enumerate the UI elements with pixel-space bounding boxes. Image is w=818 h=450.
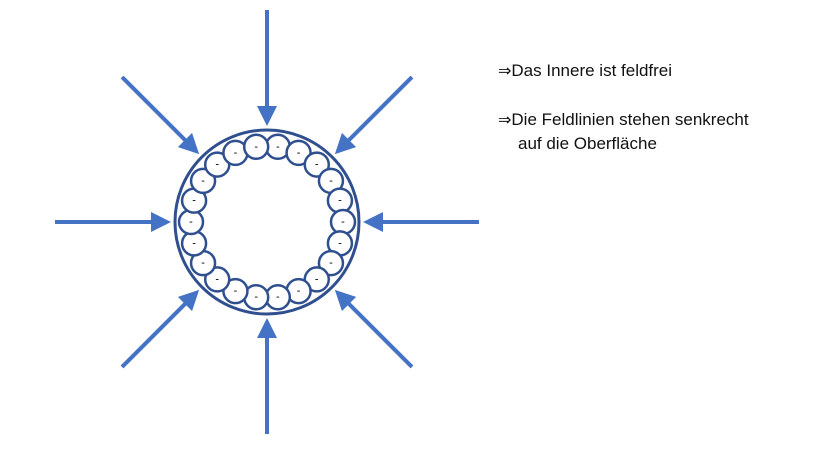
charge-sign: -: [315, 273, 319, 285]
charge-sign: -: [341, 216, 345, 228]
charge-sign: -: [297, 285, 301, 297]
charge-sign: -: [329, 175, 333, 187]
charge-sign: -: [201, 175, 205, 187]
charge-sign: -: [189, 216, 193, 228]
charge-circle: [242, 133, 270, 161]
surface-charges: ----------------------: [177, 133, 357, 311]
negative-charge: -: [326, 187, 354, 214]
charge-sign: -: [315, 159, 319, 171]
charge-sign: -: [297, 147, 301, 159]
charge-sign: -: [234, 285, 238, 297]
note-text: Die Feldlinien stehen senkrecht: [511, 110, 749, 129]
conductor-surface: [173, 128, 361, 316]
field-line-arrow: [334, 289, 414, 369]
charge-sign: -: [338, 195, 342, 207]
note-perpendicular-lines: ⇒Die Feldlinien stehen senkrecht auf die…: [498, 108, 749, 156]
charge-sign: -: [276, 141, 280, 153]
note-text: Das Innere ist feldfrei: [511, 61, 673, 80]
negative-charge: -: [329, 208, 357, 236]
charge-sign: -: [215, 273, 219, 285]
field-line-arrow: [334, 75, 414, 155]
charge-sign: -: [329, 257, 333, 269]
charge-sign: -: [254, 141, 258, 153]
negative-charge: -: [180, 230, 208, 257]
charge-sign: -: [338, 237, 342, 249]
charge-sign: -: [192, 195, 196, 207]
negative-charge: -: [242, 133, 270, 161]
note-field-free-interior: ⇒Das Innere ist feldfrei: [498, 59, 672, 83]
charge-sign: -: [201, 257, 205, 269]
charge-sign: -: [276, 291, 280, 303]
charge-sign: -: [254, 291, 258, 303]
field-line-arrow: [120, 289, 200, 369]
charge-sign: -: [234, 147, 238, 159]
charge-sign: -: [215, 159, 219, 171]
note-text-continued: auf die Oberfläche: [518, 134, 657, 153]
field-lines: [55, 10, 479, 434]
implies-arrow-icon: ⇒: [498, 61, 512, 80]
field-line-arrow: [120, 75, 200, 155]
negative-charge: -: [177, 208, 205, 236]
charge-sign: -: [192, 237, 196, 249]
implies-arrow-icon: ⇒: [498, 110, 512, 129]
